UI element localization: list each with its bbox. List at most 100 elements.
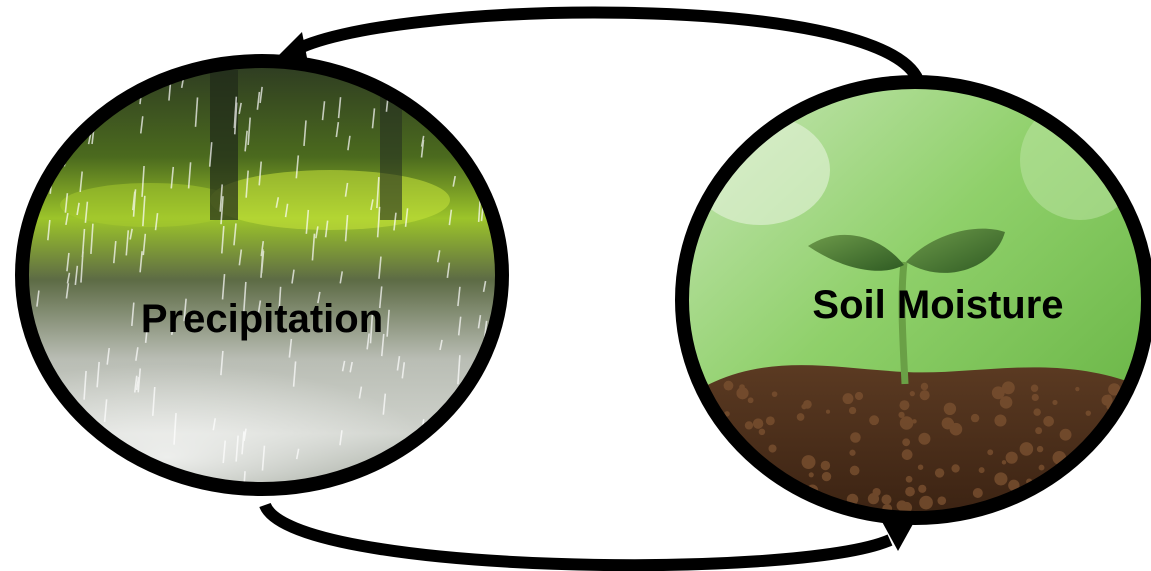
- soil-clod: [1033, 408, 1041, 416]
- soil-clod: [1101, 394, 1113, 406]
- rain-streak: [233, 96, 238, 129]
- soil-clod: [905, 486, 915, 497]
- rain-streak: [132, 191, 136, 211]
- rain-streak: [344, 215, 349, 242]
- rain-streak: [66, 252, 70, 272]
- soil-clod: [752, 418, 764, 429]
- rain-streak: [154, 213, 159, 231]
- soil-clod: [1069, 484, 1082, 497]
- rain-streak: [344, 182, 349, 197]
- precipitation-label: Precipitation: [141, 297, 383, 341]
- rain-streak: [245, 170, 249, 198]
- arrowhead-soil-moisture: [880, 518, 913, 551]
- soil-clod: [734, 457, 742, 466]
- precipitation-node: Precipitation: [15, 54, 509, 496]
- soil-clod: [1108, 383, 1121, 396]
- soil-clod: [1101, 450, 1108, 458]
- soil-clod: [689, 407, 704, 422]
- rain-streak: [81, 228, 86, 258]
- soil-clod: [848, 406, 857, 415]
- rain-streak: [222, 440, 227, 464]
- soil-clod: [912, 419, 917, 424]
- soil-clod: [768, 444, 777, 453]
- rain-streak: [65, 212, 69, 226]
- rain-streak: [30, 141, 35, 159]
- rain-streak: [261, 445, 266, 471]
- soil-clod: [898, 411, 905, 419]
- rain-streak: [324, 220, 329, 238]
- soil-clod: [1010, 510, 1015, 515]
- soil-clod: [1030, 384, 1039, 392]
- soil-clod: [934, 468, 945, 478]
- rain-streak: [142, 233, 147, 256]
- soil-clod: [1019, 442, 1034, 456]
- rain-streak: [295, 448, 300, 460]
- soil-clod: [902, 438, 911, 447]
- soil-clod: [1134, 442, 1139, 448]
- soil-moisture-node: Soil Moisture: [675, 75, 1151, 525]
- rain-streak: [221, 273, 226, 300]
- soil-clod: [909, 391, 915, 397]
- soil-clod: [1129, 427, 1142, 439]
- rain-streak: [139, 116, 144, 134]
- soil-clod: [754, 478, 762, 487]
- rain-streak: [23, 475, 28, 489]
- soil-clod: [951, 464, 960, 473]
- soil-clod: [943, 402, 957, 416]
- soil-clod: [747, 397, 754, 404]
- rain-streak: [482, 280, 487, 292]
- rain-streak: [288, 338, 293, 358]
- rain-streak: [61, 73, 66, 96]
- soil-clod: [801, 455, 816, 470]
- rain-streak: [36, 290, 40, 307]
- rain-streak: [454, 108, 458, 129]
- soil-moisture-outline: [675, 75, 1151, 525]
- rain-streak: [103, 399, 108, 422]
- soil-clod: [820, 460, 831, 471]
- rain-streak: [241, 431, 245, 455]
- soil-clod: [1046, 511, 1052, 517]
- rain-streak: [60, 453, 65, 470]
- rain-streak: [439, 339, 443, 351]
- rain-streak: [65, 283, 70, 299]
- rain-streak: [358, 386, 363, 399]
- rain-streak: [260, 241, 265, 257]
- rain-streak: [259, 86, 263, 104]
- soil-clod: [1100, 486, 1106, 492]
- rain-streak: [79, 171, 83, 192]
- soil-clod: [1059, 428, 1072, 441]
- rain-streak: [194, 97, 199, 127]
- soil-clod: [978, 467, 985, 474]
- soil-clod: [1106, 461, 1121, 475]
- rain-streak: [76, 202, 80, 216]
- rain-streak: [26, 382, 30, 403]
- soil-clod: [881, 494, 892, 505]
- rain-streak: [284, 203, 289, 218]
- soil-clod: [1038, 464, 1045, 471]
- soil-clod: [899, 400, 910, 411]
- rain-streak: [257, 300, 262, 314]
- arrow-soil-to-precipitation: [288, 6, 924, 83]
- soil-clod: [737, 495, 744, 502]
- precipitation-outline: [15, 54, 509, 496]
- soil-clod: [937, 496, 947, 505]
- rain-streak: [96, 361, 100, 388]
- soil-clod: [869, 415, 880, 426]
- rain-streak: [102, 66, 107, 95]
- rain-streak: [339, 430, 343, 446]
- soil-clod: [744, 421, 754, 430]
- soil-clod: [1075, 386, 1080, 392]
- rain-streak: [321, 101, 326, 121]
- rain-streak: [133, 375, 138, 393]
- soil-clod: [899, 416, 914, 430]
- rain-streak: [260, 251, 265, 274]
- soil-clod: [849, 449, 856, 456]
- rain-streak: [247, 117, 251, 146]
- soil-clod: [796, 413, 805, 421]
- rain-streak: [238, 102, 242, 115]
- rain-streak: [137, 368, 142, 393]
- soil-clod: [949, 422, 963, 436]
- rain-streak: [497, 341, 502, 356]
- rain-streak: [487, 454, 491, 484]
